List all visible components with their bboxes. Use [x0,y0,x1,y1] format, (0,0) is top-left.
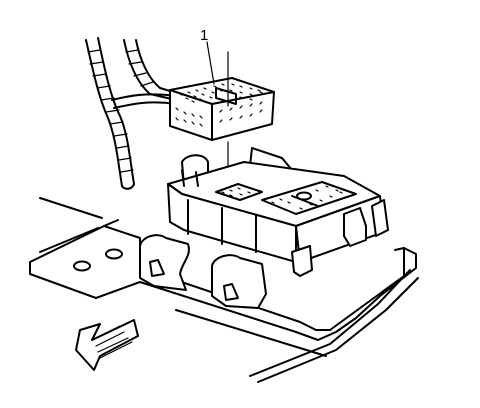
forward-arrow-icon [75,319,139,371]
callout-1-label: 1 [200,27,208,44]
fuse-block-body [167,147,389,263]
mounting-feet [139,234,313,309]
wire-harness [85,37,181,190]
fuse-block-cover [169,77,275,141]
mounting-bracket [29,197,419,383]
